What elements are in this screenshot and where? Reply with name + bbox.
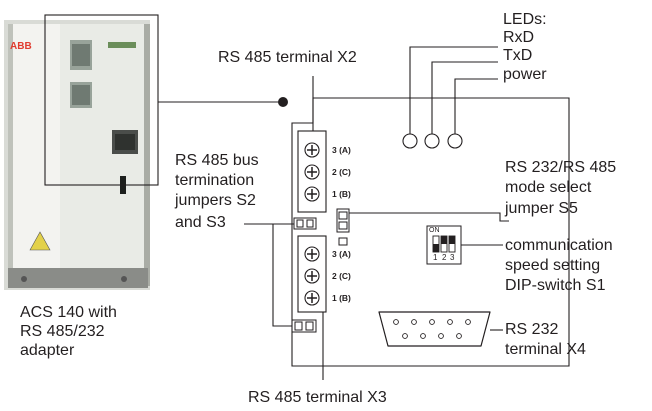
leader-lines bbox=[244, 46, 509, 380]
abb-logo-text: ABB bbox=[10, 41, 32, 52]
screw-icon bbox=[304, 142, 320, 158]
jumper-s3 bbox=[291, 319, 317, 333]
label-s2s3-line2: termination bbox=[175, 172, 255, 189]
label-s1-line3: DIP-switch S1 bbox=[505, 277, 606, 294]
caption-acs140-line2: RS 485/232 bbox=[20, 323, 105, 340]
label-s2s3-line1: RS 485 bus bbox=[175, 152, 259, 169]
dip-number-2: 2 bbox=[442, 253, 447, 262]
label-s1-line1: communication bbox=[505, 237, 613, 254]
leds-title: LEDs: bbox=[503, 11, 547, 28]
drive-base bbox=[8, 268, 148, 288]
label-s5-line3: jumper S5 bbox=[505, 200, 578, 217]
led-txd bbox=[424, 133, 440, 149]
dip-number-1: 1 bbox=[433, 253, 438, 262]
x3-pin-label-2: 2 (C) bbox=[332, 271, 351, 281]
label-terminal-x3: RS 485 terminal X3 bbox=[248, 389, 387, 406]
led-label-rxd: RxD bbox=[503, 29, 535, 46]
label-s2s3-line3: jumpers S2 bbox=[175, 192, 256, 209]
terminal-x2 bbox=[297, 130, 327, 213]
led-label-txd: TxD bbox=[503, 47, 533, 64]
label-x4-line2: terminal X4 bbox=[505, 341, 586, 358]
label-x4-line1: RS 232 bbox=[505, 321, 559, 338]
screw-icon bbox=[304, 186, 320, 202]
dsub-connector-x4 bbox=[378, 311, 491, 347]
drive-photo bbox=[4, 20, 150, 290]
screw-icon bbox=[304, 268, 320, 284]
label-s1-line2: speed setting bbox=[505, 257, 601, 274]
adapter-callout-box bbox=[44, 14, 159, 186]
x2-pin-label-2: 2 (C) bbox=[332, 167, 351, 177]
screw-icon bbox=[304, 164, 320, 180]
warning-icon bbox=[29, 231, 51, 251]
led-rxd bbox=[402, 133, 418, 149]
terminal-x3 bbox=[297, 235, 327, 313]
callout-dot bbox=[278, 97, 288, 107]
label-s2s3-line4: and S3 bbox=[175, 214, 226, 231]
x2-pin-label-3: 1 (B) bbox=[332, 189, 351, 199]
dip-number-3: 3 bbox=[450, 253, 455, 262]
x2-pin-label-1: 3 (A) bbox=[332, 145, 351, 155]
screw-icon bbox=[304, 246, 320, 262]
led-label-power: power bbox=[503, 66, 547, 83]
jumper-s2 bbox=[293, 217, 317, 230]
label-s5-line2: mode select bbox=[505, 179, 592, 196]
label-terminal-x2: RS 485 terminal X2 bbox=[218, 49, 357, 66]
jumper-s5 bbox=[336, 208, 350, 246]
dip-on-label: ON bbox=[429, 227, 440, 234]
label-s5-line1: RS 232/RS 485 bbox=[505, 159, 617, 176]
caption-acs140-line3: adapter bbox=[20, 342, 75, 359]
x3-pin-label-1: 3 (A) bbox=[332, 249, 351, 259]
led-power bbox=[447, 133, 463, 149]
screw-icon bbox=[304, 290, 320, 306]
x3-pin-label-3: 1 (B) bbox=[332, 293, 351, 303]
caption-acs140-line1: ACS 140 with bbox=[20, 304, 117, 321]
